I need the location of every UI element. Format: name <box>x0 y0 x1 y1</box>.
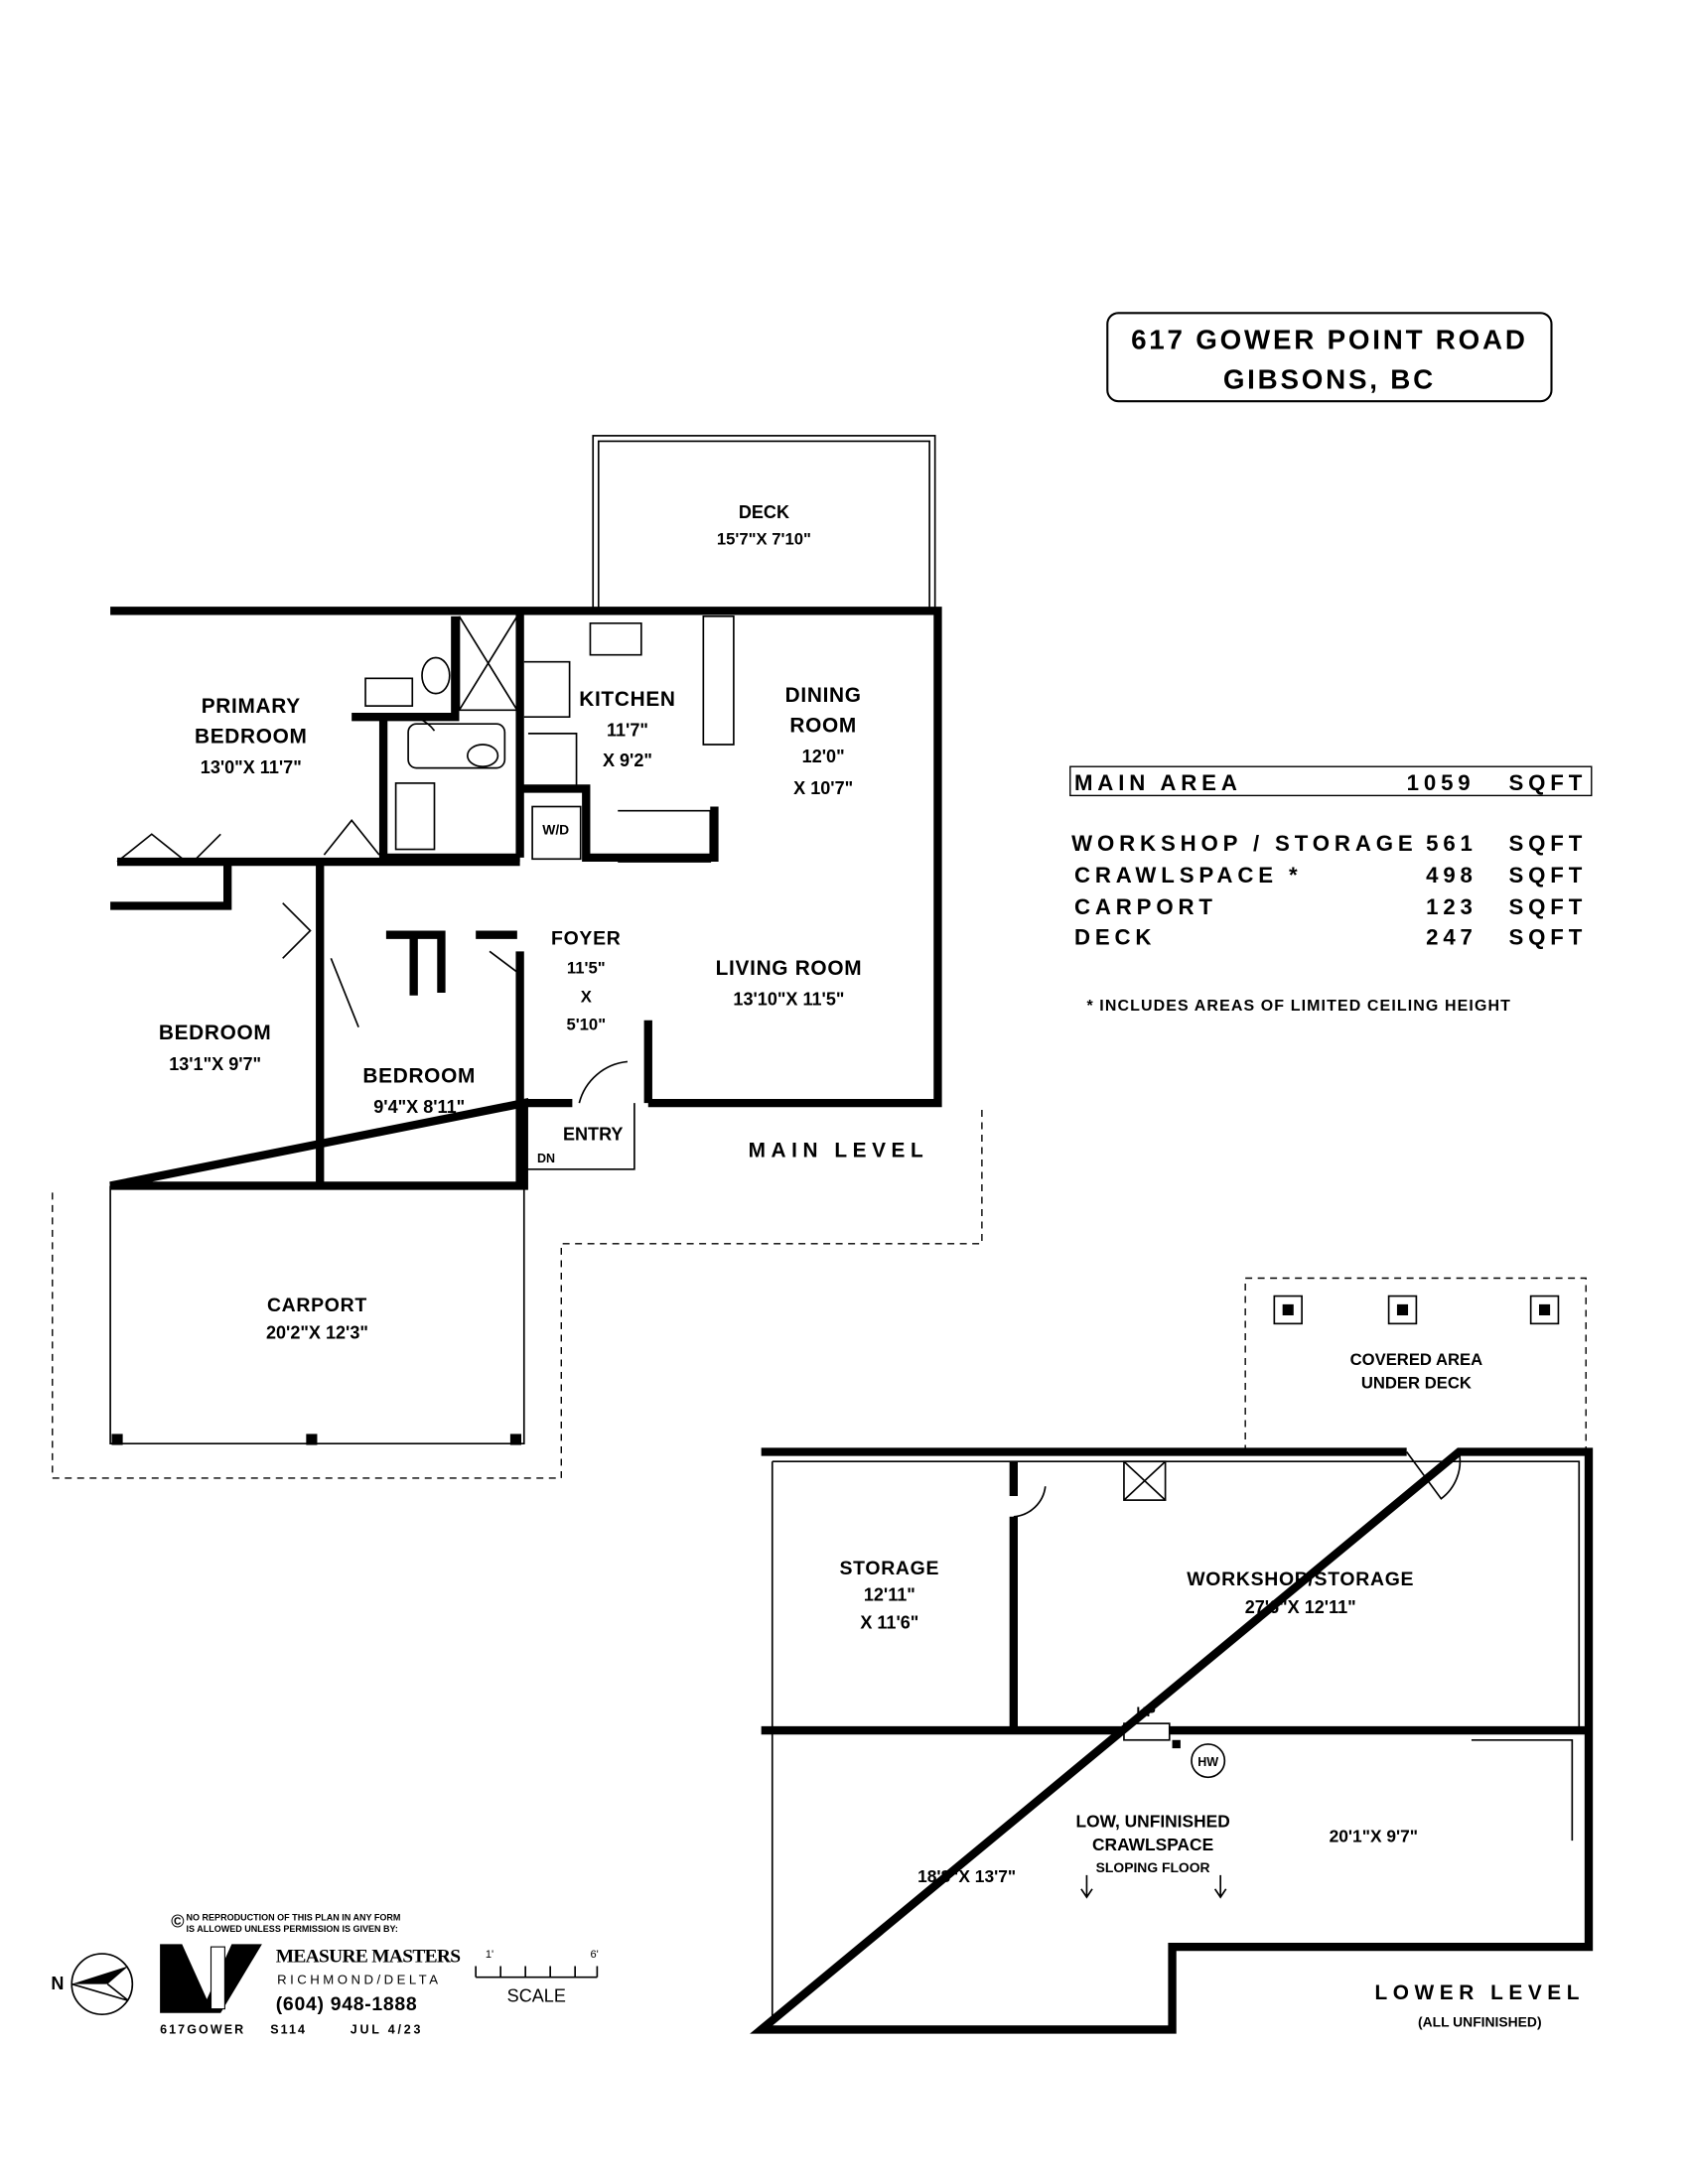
copyright-symbol: © <box>171 1912 185 1932</box>
area-label: WORKSHOP / STORAGE <box>1071 831 1417 856</box>
copyright-line2: IS ALLOWED UNLESS PERMISSION IS GIVEN BY… <box>187 1924 398 1934</box>
area-table: MAIN AREA 1059 SQFT WORKSHOP / STORAGE 5… <box>1069 765 1593 1015</box>
bedroom2-name: BEDROOM <box>159 1022 272 1044</box>
crawl-line1: LOW, UNFINISHED <box>1075 1811 1229 1831</box>
lower-level-sublabel: (ALL UNFINISHED) <box>1418 2014 1542 2030</box>
foyer-dims1: 11'5" <box>567 959 606 978</box>
primary-bedroom-name2: BEDROOM <box>195 726 308 749</box>
area-value: 123 <box>1426 894 1477 919</box>
area-value: 247 <box>1426 924 1477 949</box>
company-phone: (604) 948-1888 <box>276 1993 418 2015</box>
crawl-line3: SLOPING FLOOR <box>1096 1859 1210 1875</box>
washer-dryer: W/D <box>542 821 569 837</box>
area-unit: SQFT <box>1508 863 1587 887</box>
address-box: 617 GOWER POINT ROAD GIBSONS, BC <box>1106 312 1553 403</box>
bedroom3-dims: 9'4"X 8'11" <box>373 1097 465 1117</box>
carport-name: CARPORT <box>267 1295 367 1316</box>
area-unit: SQFT <box>1508 924 1587 949</box>
storage-name: STORAGE <box>840 1558 940 1579</box>
measure-masters-logo <box>160 1944 262 2013</box>
area-label: CRAWLSPACE * <box>1074 863 1303 887</box>
dining-name1: DINING <box>785 684 862 707</box>
company-location: RICHMOND/DELTA <box>277 1973 441 1987</box>
foyer-name: FOYER <box>551 927 621 949</box>
footer: N © NO REPRODUCTION OF THIS PLAN IN ANY … <box>51 1912 598 2037</box>
covered-line2: UNDER DECK <box>1361 1374 1472 1393</box>
area-row: CARPORT 123 SQFT <box>1074 894 1587 919</box>
entry-dn: DN <box>537 1152 555 1165</box>
carport-dims: 20'2"X 12'3" <box>266 1323 368 1343</box>
area-row: WORKSHOP / STORAGE 561 SQFT <box>1071 831 1587 856</box>
scale-label: SCALE <box>507 1986 566 2006</box>
area-value: 561 <box>1426 831 1477 856</box>
job-number: S114 <box>270 2023 307 2037</box>
address-line2: GIBSONS, BC <box>1223 364 1436 395</box>
area-unit: SQFT <box>1508 894 1587 919</box>
storage-dims1: 12'11" <box>864 1585 915 1605</box>
bedroom3-name: BEDROOM <box>362 1064 476 1087</box>
main-area-label: MAIN AREA <box>1074 770 1242 795</box>
foyer-dims3: 5'10" <box>566 1016 606 1034</box>
crawl-dims-right: 20'1"X 9'7" <box>1330 1827 1418 1846</box>
lower-exterior-walls <box>750 1447 1594 2034</box>
area-row: CRAWLSPACE * 498 SQFT <box>1074 863 1587 887</box>
plan-date: JUL 4/23 <box>351 2023 423 2037</box>
area-label: DECK <box>1074 924 1156 949</box>
covered-area-outline <box>1244 1277 1587 1452</box>
scale-start: 1' <box>486 1949 493 1961</box>
foyer-dims2: X <box>581 988 592 1007</box>
main-level: DECK 15'7"X 7'10" PRIMARY BEDROOM 13'0"X… <box>52 435 983 1479</box>
hot-water-tank: HW <box>1197 1755 1218 1769</box>
lower-level: COVERED AREA UNDER DECK HW UP STORAGE 12… <box>750 1277 1594 2034</box>
deck-outline <box>592 435 936 613</box>
crawl-line2: CRAWLSPACE <box>1092 1835 1213 1854</box>
area-value: 498 <box>1426 863 1477 887</box>
dining-name2: ROOM <box>789 715 857 738</box>
lower-level-label: LOWER LEVEL <box>1375 1981 1586 2004</box>
plan-code: 617GOWER <box>160 2023 245 2037</box>
living-room-dims: 13'10"X 11'5" <box>733 990 844 1010</box>
area-unit: SQFT <box>1508 831 1587 856</box>
covered-line1: COVERED AREA <box>1350 1350 1483 1369</box>
address-line1: 617 GOWER POINT ROAD <box>1131 324 1528 354</box>
scale-bar: 1' 6' SCALE <box>475 1949 599 2006</box>
kitchen-dims1: 11'7" <box>607 721 648 741</box>
company-name: MEASURE MASTERS <box>276 1946 461 1967</box>
storage-dims2: X 11'6" <box>860 1612 918 1632</box>
area-label: CARPORT <box>1074 894 1217 919</box>
crawl-dims-left: 18'8"X 13'7" <box>917 1866 1016 1886</box>
bedroom2-dims: 13'1"X 9'7" <box>169 1054 261 1074</box>
north-arrow-icon <box>70 1953 134 2015</box>
main-level-label: MAIN LEVEL <box>749 1139 929 1161</box>
main-area-value: 1059 <box>1407 770 1476 795</box>
deck-dims: 15'7"X 7'10" <box>717 530 811 549</box>
deck-name: DECK <box>739 502 789 522</box>
workshop-name: WORKSHOP/STORAGE <box>1187 1569 1414 1590</box>
entry-name: ENTRY <box>563 1125 624 1145</box>
dining-dims1: 12'0" <box>802 747 845 766</box>
primary-bedroom-dims: 13'0"X 11'7" <box>201 757 302 777</box>
carport-outline <box>52 1110 983 1479</box>
area-row: DECK 247 SQFT <box>1074 924 1587 949</box>
kitchen-name: KITCHEN <box>579 688 675 711</box>
scale-end: 6' <box>590 1949 598 1961</box>
workshop-dims: 27'6"X 12'11" <box>1245 1597 1356 1617</box>
dining-dims2: X 10'7" <box>793 778 853 798</box>
copyright-line1: NO REPRODUCTION OF THIS PLAN IN ANY FORM <box>187 1913 401 1923</box>
area-footnote: * INCLUDES AREAS OF LIMITED CEILING HEIG… <box>1086 998 1511 1015</box>
stairs-up: UP <box>1137 1704 1156 1719</box>
living-room-name: LIVING ROOM <box>716 957 863 980</box>
primary-bedroom-name1: PRIMARY <box>202 695 301 718</box>
kitchen-dims2: X 9'2" <box>603 751 652 770</box>
north-label: N <box>51 1974 64 1993</box>
main-area-unit: SQFT <box>1508 770 1587 795</box>
